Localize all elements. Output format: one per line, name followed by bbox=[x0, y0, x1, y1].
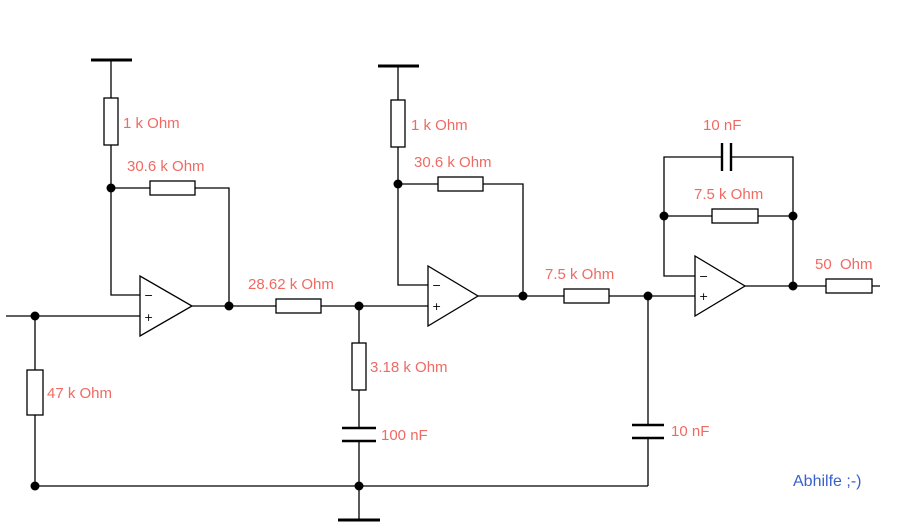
resistors bbox=[26, 97, 873, 416]
label-r-top1: 1 k Ohm bbox=[123, 115, 180, 132]
svg-text:−: − bbox=[144, 289, 153, 302]
component-labels: 1 k Ohm 30.6 k Ohm 47 k Ohm 28.62 k Ohm … bbox=[47, 115, 873, 444]
capacitors bbox=[342, 143, 733, 443]
wires bbox=[6, 60, 880, 520]
resistor-7k5-feedback bbox=[711, 208, 759, 224]
capacitor-10nf-feedback bbox=[720, 143, 733, 171]
resistor-47k bbox=[26, 369, 44, 416]
label-r-318: 3.18 k Ohm bbox=[370, 359, 448, 376]
capacitor-100nf bbox=[342, 426, 376, 443]
junction-dot bbox=[106, 183, 116, 193]
svg-text:+: + bbox=[144, 311, 153, 324]
junctions bbox=[30, 179, 798, 491]
resistor-7k5-series bbox=[563, 288, 610, 304]
resistor-30k6-stage1 bbox=[149, 180, 196, 196]
junction-dot bbox=[30, 481, 40, 491]
junction-dot bbox=[788, 281, 798, 291]
junction-dot bbox=[659, 211, 669, 221]
svg-text:+: + bbox=[432, 300, 441, 313]
svg-text:−: − bbox=[699, 270, 708, 283]
note-text: Abhilfe ;-) bbox=[793, 473, 861, 490]
resistor-1k-stage2 bbox=[390, 99, 406, 148]
label-r-top2: 1 k Ohm bbox=[411, 117, 468, 134]
capacitor-10nf-ground bbox=[632, 423, 664, 440]
junction-dot bbox=[354, 481, 364, 491]
opamp-stage3: − + bbox=[694, 254, 747, 318]
svg-text:+: + bbox=[699, 290, 708, 303]
opamp-stage2: − + bbox=[427, 264, 480, 328]
rails bbox=[91, 58, 419, 522]
resistor-3k18 bbox=[351, 342, 367, 391]
junction-dot bbox=[30, 311, 40, 321]
junction-dot bbox=[393, 179, 403, 189]
junction-dot bbox=[224, 301, 234, 311]
label-c-10n-fb: 10 nF bbox=[703, 117, 741, 134]
label-r-47k: 47 k Ohm bbox=[47, 385, 112, 402]
resistor-1k-stage1 bbox=[103, 97, 119, 146]
label-r-fb3: 7.5 k Ohm bbox=[694, 186, 763, 203]
label-r-out: 50 Ohm bbox=[815, 256, 873, 273]
junction-dot bbox=[354, 301, 364, 311]
resistor-28k62 bbox=[275, 298, 322, 314]
svg-text:−: − bbox=[432, 279, 441, 292]
label-c-10n-gnd: 10 nF bbox=[671, 423, 709, 440]
resistor-50-ohm bbox=[825, 278, 873, 294]
junction-dot bbox=[788, 211, 798, 221]
junction-dot bbox=[518, 291, 528, 301]
label-r-series1: 28.62 k Ohm bbox=[248, 276, 334, 293]
label-r-series2: 7.5 k Ohm bbox=[545, 266, 614, 283]
label-r-fb1: 30.6 k Ohm bbox=[127, 158, 205, 175]
label-c-100n: 100 nF bbox=[381, 427, 428, 444]
resistor-30k6-stage2 bbox=[437, 176, 484, 192]
label-r-fb2: 30.6 k Ohm bbox=[414, 154, 492, 171]
junction-dot bbox=[643, 291, 653, 301]
opamp-stage1: − + bbox=[139, 274, 194, 338]
